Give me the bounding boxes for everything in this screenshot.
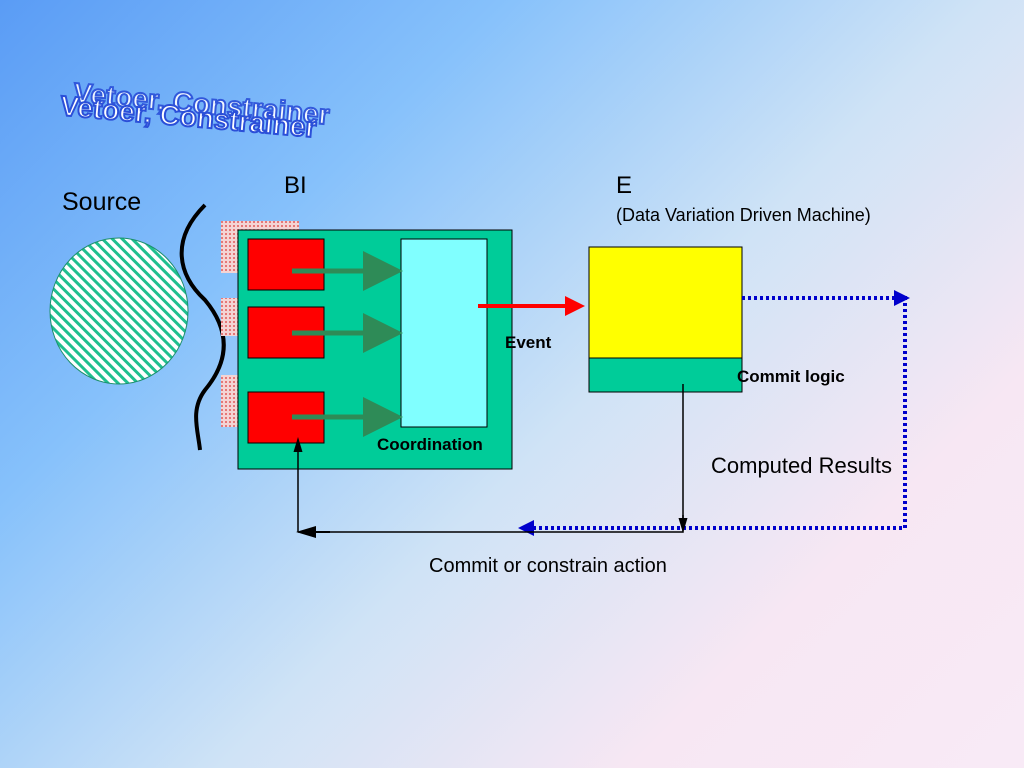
e-subtitle: (Data Variation Driven Machine) xyxy=(616,205,871,225)
source-label: Source xyxy=(62,188,142,216)
input-tab xyxy=(221,375,241,427)
boundary-wave-line xyxy=(179,203,226,451)
e-label: E xyxy=(616,172,633,199)
commit-logic-label: Commit logic xyxy=(737,367,845,386)
bi-cell xyxy=(247,238,325,291)
computed-results-label: Computed Results xyxy=(711,453,892,478)
input-tab xyxy=(221,298,241,336)
bi-label: BI xyxy=(284,172,307,199)
e-box-commit-logic xyxy=(588,357,743,393)
commit-action-label: Commit or constrain action xyxy=(429,555,667,577)
computed-results-path xyxy=(524,296,907,530)
source-circle xyxy=(49,237,189,385)
coordination-label: Coordination xyxy=(377,435,483,454)
coordination-box xyxy=(400,238,488,428)
e-box-top xyxy=(588,246,743,359)
event-label: Event xyxy=(505,333,552,352)
